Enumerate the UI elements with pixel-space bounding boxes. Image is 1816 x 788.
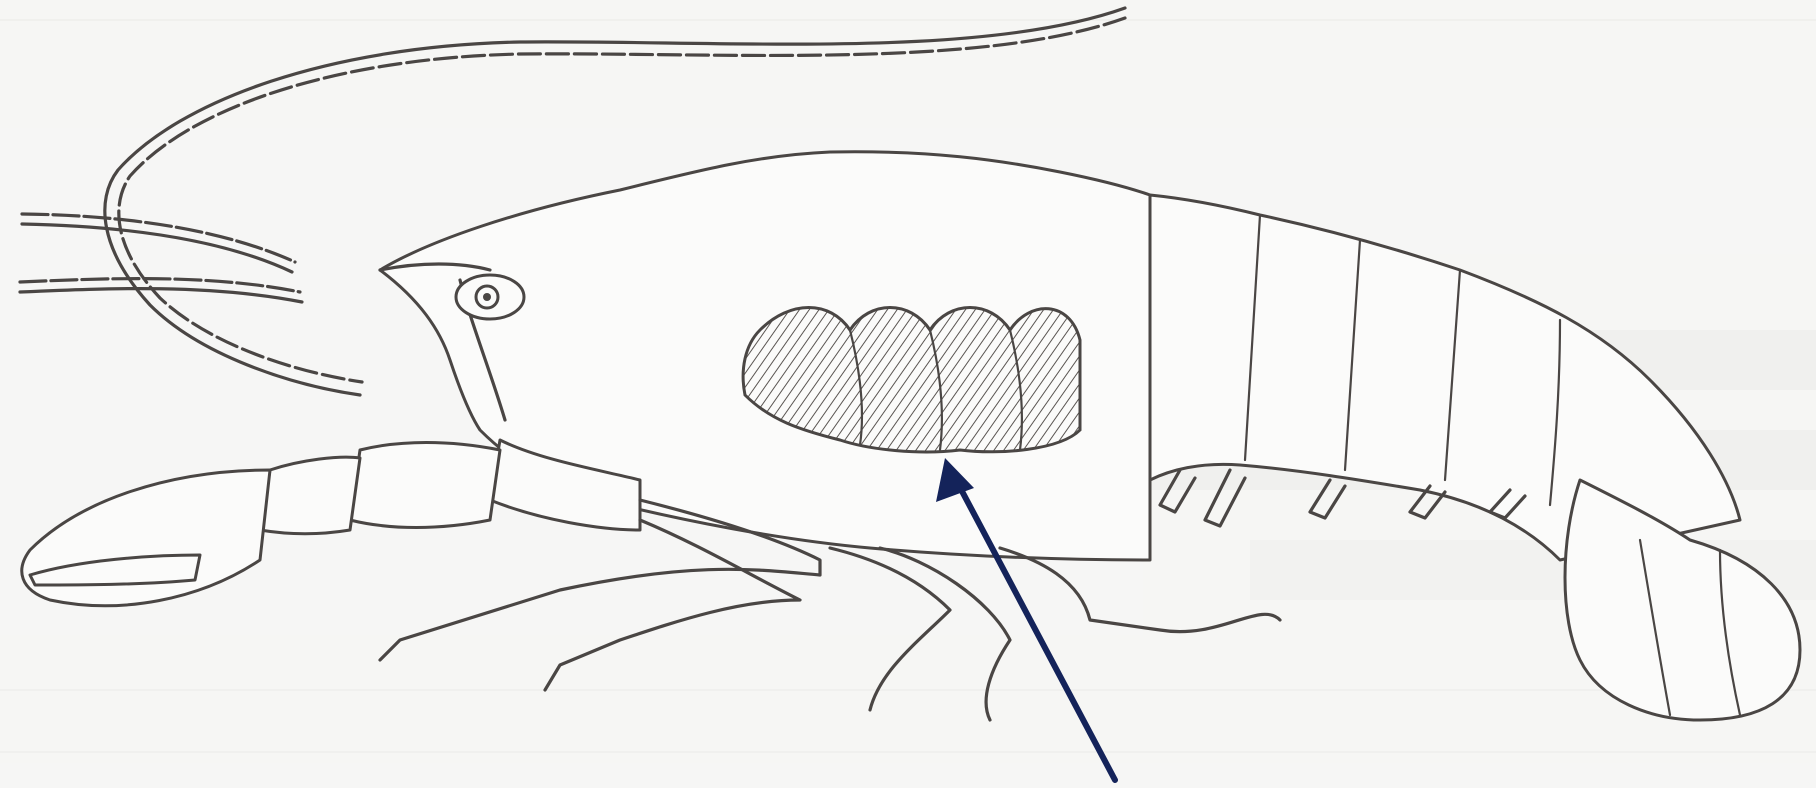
eye: [456, 275, 524, 319]
